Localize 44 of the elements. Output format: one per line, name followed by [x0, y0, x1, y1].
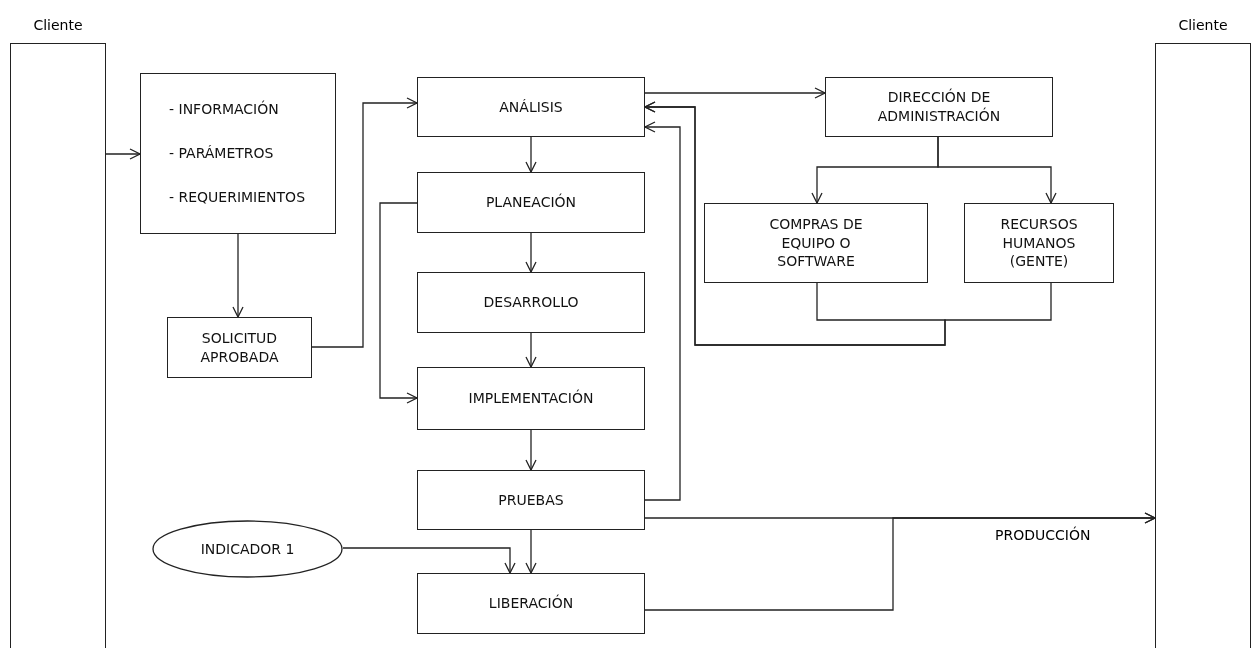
process-box: [704, 203, 928, 283]
node-label: ANÁLISIS: [498, 97, 564, 117]
process-box: [417, 172, 645, 233]
arrow: [644, 87, 826, 99]
arrow: [525, 232, 537, 273]
process-box: [825, 77, 1053, 137]
node-label: INDICADOR 1: [200, 539, 295, 559]
arrow: [105, 148, 141, 160]
arrow: [379, 202, 418, 404]
arrow: [525, 136, 537, 173]
lane-heading: Cliente: [32, 17, 84, 33]
lane-heading: Cliente: [1177, 17, 1229, 33]
arrow: [644, 101, 1052, 346]
indicator-ellipse: [152, 520, 343, 578]
node-label: LIBERACIÓN: [487, 594, 575, 613]
node-label: DIRECCIÓN DE ADMINISTRACIÓN: [876, 88, 1002, 126]
arrow: [525, 332, 537, 368]
process-box: [417, 470, 645, 530]
arrow: [525, 429, 537, 471]
process-box: [140, 73, 336, 234]
node-label: PLANEACIÓN: [484, 193, 578, 212]
process-box: [417, 367, 645, 430]
process-box: [417, 77, 645, 137]
process-box: [417, 573, 645, 634]
arrow: [644, 512, 1156, 611]
arrow: [232, 233, 244, 318]
arrow: [342, 547, 516, 574]
node-label: SOLICITUD APROBADA: [199, 328, 280, 367]
process-box: [964, 203, 1114, 283]
arrow: [525, 529, 537, 574]
list-item: - INFORMACIÓN: [168, 100, 280, 120]
edge-label: PRODUCCIÓN: [995, 527, 1091, 543]
list-item: - PARÁMETROS: [168, 144, 275, 163]
node-label: PRUEBAS: [497, 490, 565, 510]
node-label: COMPRAS DE EQUIPO O SOFTWARE: [768, 214, 864, 272]
node-label: RECURSOS HUMANOS (GENTE): [999, 214, 1079, 272]
list-item: - REQUERIMIENTOS: [168, 187, 307, 207]
node-label: IMPLEMENTACIÓN: [467, 389, 595, 408]
process-box: [167, 317, 312, 378]
process-box: [417, 272, 645, 333]
arrow: [644, 121, 681, 501]
arrow: [311, 97, 418, 348]
arrow: [937, 136, 1057, 204]
node-label: DESARROLLO: [482, 293, 580, 312]
